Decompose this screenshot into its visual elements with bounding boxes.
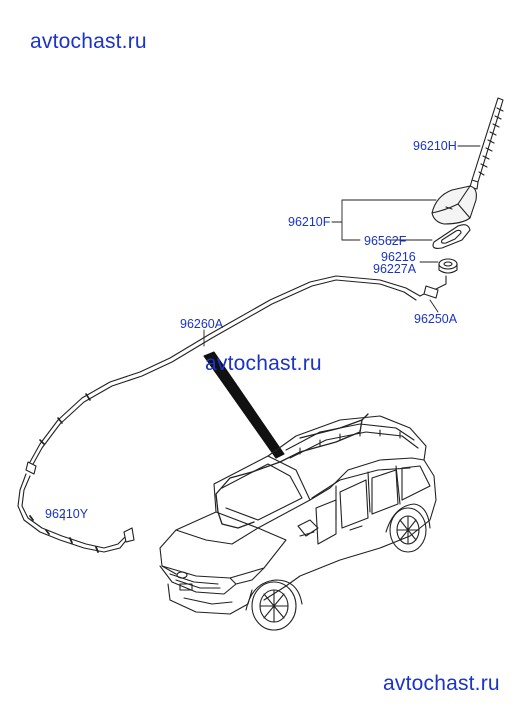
extension-cable [25,275,421,475]
antenna-base [431,185,477,225]
label-antenna-rod[interactable]: 96210H [413,139,457,153]
label-feeder-cable[interactable]: 96250A [414,312,458,326]
pointer-arrow [203,351,285,459]
antenna-gasket [432,224,471,249]
leader-lines [63,145,481,521]
watermark-top: avtochast.ru [30,30,147,53]
label-antenna-assy[interactable]: 96210F [288,215,331,229]
label-nut-bottom[interactable]: 96227A [373,262,417,276]
antenna-nut [438,258,458,274]
watermark-bottom: avtochast.ru [383,672,500,695]
suv-illustration [159,413,437,631]
label-extension-cable[interactable]: 96260A [180,317,224,331]
watermark-middle: avtochast.ru [205,352,322,375]
label-main-cable[interactable]: 96210Y [45,507,89,521]
label-gasket[interactable]: 96562F [364,234,407,248]
label-nut-top[interactable]: 96216 [381,250,416,264]
antenna-rod [469,97,504,190]
main-cable [17,473,135,553]
feeder-cable [419,275,447,299]
